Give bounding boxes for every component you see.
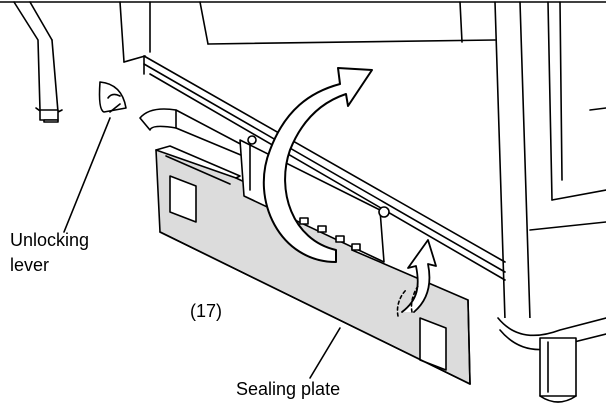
front-rail (143, 1, 506, 281)
unlocking-lever-label-line1: Unlocking (10, 230, 90, 250)
lift-arrow (396, 239, 437, 317)
sealing-plate-label: Sealing plate (236, 379, 341, 399)
left-cabinet (13, 1, 151, 121)
unlocking-lever-leader (63, 117, 111, 233)
unlocking-lever-label-line2: lever (10, 255, 50, 275)
rotation-arrow (262, 67, 373, 263)
sealing-plate-leader (309, 327, 341, 379)
reference-number-label: (17) (190, 301, 223, 321)
unlocking-lever (98, 81, 127, 113)
left-foot (43, 119, 59, 123)
right-cabinet (494, 1, 606, 403)
